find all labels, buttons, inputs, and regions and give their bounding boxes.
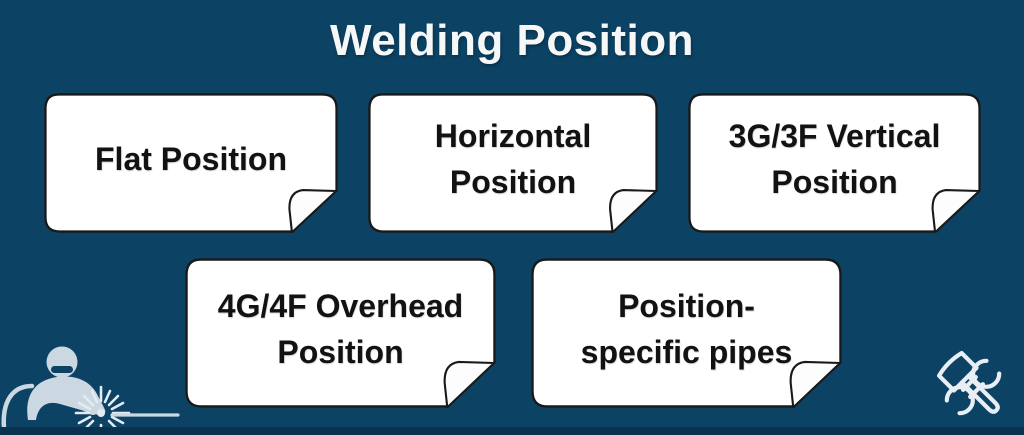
card-paper-shape <box>531 258 842 408</box>
card-line: 3G/3F Vertical <box>728 117 941 154</box>
card-paper-shape <box>185 258 496 408</box>
card-4g-4f-overhead-position: 4G/4F Overhead Position <box>185 258 496 408</box>
welder-spark-icon <box>1 346 180 435</box>
card-line: Flat Position <box>95 140 287 177</box>
bottom-accent-bar <box>0 427 1024 435</box>
card-line: Position <box>771 164 898 200</box>
card-3g-3f-vertical-position: 3G/3F Vertical Position <box>688 93 981 233</box>
page-curl <box>289 190 336 232</box>
page-curl <box>445 362 495 407</box>
hammer-icon <box>936 350 1000 414</box>
card-paper-shape <box>44 93 338 233</box>
card-line: Position <box>449 164 577 200</box>
card-line: 4G/4F Overhead <box>217 287 464 324</box>
card-paper-shape <box>688 93 981 233</box>
page-curl <box>791 362 841 407</box>
page-curl <box>933 190 980 232</box>
card-flat-position: Flat Position <box>44 93 338 233</box>
card-label: 4G/4F Overhead Position <box>185 258 496 408</box>
card-position-specific-pipes: Position- specific pipes <box>531 258 842 408</box>
page-curl <box>610 190 656 232</box>
card-line: Horizontal <box>434 117 592 154</box>
hammer-wrench-icon <box>936 350 1002 416</box>
card-line: Position- <box>618 287 755 324</box>
card-label: Flat Position <box>44 93 338 233</box>
card-label: Position- specific pipes <box>531 258 842 408</box>
card-paper-shape <box>368 93 658 233</box>
card-label: 3G/3F Vertical Position <box>688 93 981 233</box>
card-label: Horizontal Position <box>368 93 658 233</box>
wrench-icon <box>944 358 1002 416</box>
page-title: Welding Position <box>329 16 695 65</box>
card-horizontal-position: Horizontal Position <box>368 93 658 233</box>
card-line: specific pipes <box>580 334 793 370</box>
card-line: Position <box>277 334 404 370</box>
